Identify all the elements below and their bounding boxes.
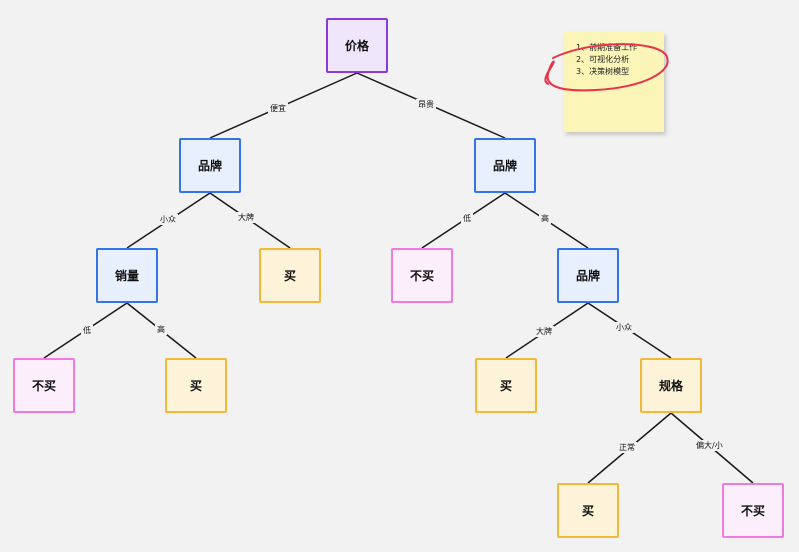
node-label: 品牌	[492, 159, 517, 173]
edge-label-oversize: 偏大/小	[694, 440, 725, 451]
sticky-item: 2、可视化分析	[576, 55, 630, 64]
edge-label-niche: 小众	[158, 214, 178, 225]
node-notbuy-sales-low[interactable]: 不买	[13, 358, 75, 413]
edge-label-high: 高	[539, 213, 551, 224]
node-label: 品牌	[197, 159, 222, 173]
edge-label-high-sales: 高	[155, 324, 167, 335]
node-brand-high[interactable]: 品牌	[557, 248, 619, 303]
node-label: 价格	[344, 39, 369, 53]
node-sales[interactable]: 销量	[96, 248, 158, 303]
node-buy-bigbrand-right[interactable]: 买	[475, 358, 537, 413]
node-label: 买	[189, 379, 202, 393]
node-label: 不买	[31, 379, 56, 393]
node-buy-normal[interactable]: 买	[557, 483, 619, 538]
sticky-note-list: 1、前期准备工作 2、可视化分析 3、决策树模型	[564, 32, 664, 78]
edge-label-normal: 正常	[617, 442, 637, 453]
edge-label-low: 低	[461, 213, 473, 224]
sticky-item: 3、决策树模型	[576, 67, 630, 76]
node-spec[interactable]: 规格	[640, 358, 702, 413]
node-label: 不买	[740, 504, 765, 518]
node-brand-right[interactable]: 品牌	[474, 138, 536, 193]
node-label: 买	[283, 269, 296, 283]
node-label: 销量	[114, 269, 139, 283]
sticky-note[interactable]: 1、前期准备工作 2、可视化分析 3、决策树模型	[564, 32, 664, 132]
node-label: 规格	[658, 379, 683, 393]
node-brand-left[interactable]: 品牌	[179, 138, 241, 193]
node-label: 买	[499, 379, 512, 393]
edge-label-bigbrand: 大牌	[236, 212, 256, 223]
edge-label-low-sales: 低	[81, 325, 93, 336]
node-notbuy-oversize[interactable]: 不买	[722, 483, 784, 538]
edge-label-bigbrand-right: 大牌	[534, 326, 554, 337]
sticky-item: 1、前期准备工作	[576, 43, 638, 52]
node-notbuy-low[interactable]: 不买	[391, 248, 453, 303]
node-price[interactable]: 价格	[326, 18, 388, 73]
edge-label-cheap: 便宜	[268, 103, 288, 114]
node-buy-sales-high[interactable]: 买	[165, 358, 227, 413]
node-buy-bigbrand[interactable]: 买	[259, 248, 321, 303]
node-label: 品牌	[575, 269, 600, 283]
edge-label-expensive: 昂贵	[416, 99, 436, 110]
node-label: 买	[581, 504, 594, 518]
node-label: 不买	[409, 269, 434, 283]
edge-label-niche-right: 小众	[614, 322, 634, 333]
